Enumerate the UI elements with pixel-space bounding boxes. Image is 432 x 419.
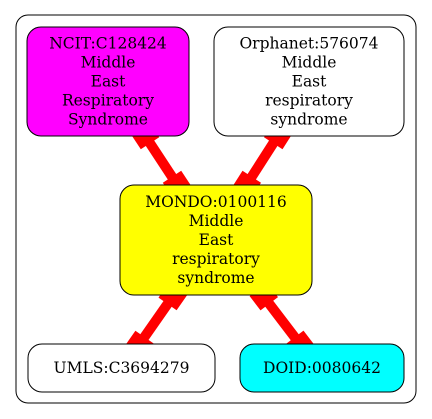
cluster-frame xyxy=(15,14,417,404)
node-id-label: UMLS:C3694279 xyxy=(54,359,190,377)
node-box xyxy=(239,343,405,393)
node-id-label: NCIT:C128424 xyxy=(49,35,167,53)
node-box xyxy=(26,26,190,137)
node-id-label: Orphanet:576074 xyxy=(239,35,378,53)
node-name-line: Syndrome xyxy=(68,111,148,129)
node-id-label: DOID:0080642 xyxy=(263,359,381,377)
node-ncit[interactable]: NCIT:C128424MiddleEastRespiratorySyndrom… xyxy=(26,26,190,137)
node-box xyxy=(213,26,405,137)
node-orphanet[interactable]: Orphanet:576074MiddleEastrespiratorysynd… xyxy=(213,26,405,137)
node-name-line: Middle xyxy=(81,54,136,72)
node-name-line: East xyxy=(292,73,328,91)
node-mondo[interactable]: MONDO:0100116MiddleEastrespiratorysyndro… xyxy=(119,184,313,296)
nodes-layer: NCIT:C128424MiddleEastRespiratorySyndrom… xyxy=(26,26,405,393)
node-doid[interactable]: DOID:0080642 xyxy=(239,343,405,393)
node-name-line: Respiratory xyxy=(62,92,154,110)
node-name-line: respiratory xyxy=(172,250,260,268)
node-name-line: syndrome xyxy=(270,111,347,129)
node-id-label: MONDO:0100116 xyxy=(145,193,287,211)
node-name-line: Middle xyxy=(282,54,337,72)
node-box xyxy=(27,343,216,393)
node-name-line: Middle xyxy=(189,212,244,230)
node-name-line: East xyxy=(91,73,127,91)
node-umls[interactable]: UMLS:C3694279 xyxy=(27,343,216,393)
node-name-line: syndrome xyxy=(177,269,254,287)
node-name-line: respiratory xyxy=(265,92,353,110)
node-name-line: East xyxy=(199,231,235,249)
node-box xyxy=(119,184,313,296)
